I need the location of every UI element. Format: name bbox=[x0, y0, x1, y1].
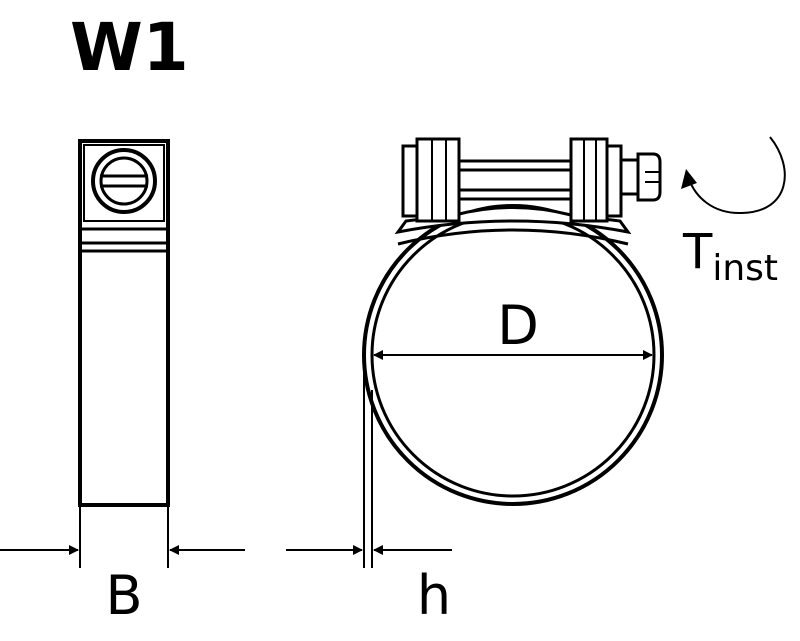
band-outline bbox=[78, 139, 170, 507]
right-trunnion bbox=[569, 137, 623, 223]
housing-block bbox=[83, 144, 165, 222]
housing-bridge-edge bbox=[397, 228, 629, 246]
height-label: h bbox=[417, 564, 451, 627]
screw-head-icon bbox=[91, 148, 157, 214]
clamp-side-view bbox=[78, 139, 170, 568]
diameter-label: D bbox=[497, 294, 539, 357]
width-label: B bbox=[105, 564, 142, 627]
left-trunnion bbox=[401, 137, 461, 223]
torque-arrowhead bbox=[681, 169, 697, 189]
torque-arc bbox=[688, 136, 786, 215]
torque-symbol: T bbox=[682, 224, 713, 280]
torque-subscript: inst bbox=[712, 248, 778, 289]
clamp-front-view bbox=[362, 137, 664, 506]
housing-bridge bbox=[394, 206, 632, 235]
screw-nut-icon bbox=[619, 152, 662, 202]
torque-label: Tinst bbox=[682, 224, 778, 289]
drawing-title: W1 bbox=[70, 9, 189, 86]
torque-arrow-icon bbox=[681, 136, 786, 215]
screw-shaft bbox=[459, 159, 571, 201]
height-dimension bbox=[286, 355, 452, 568]
